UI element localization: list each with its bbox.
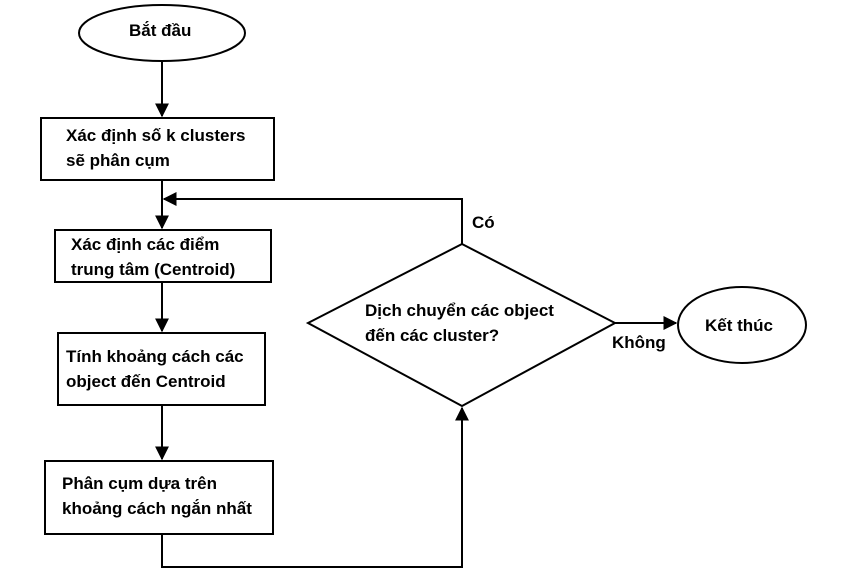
step2-box — [54, 229, 272, 283]
step3-label: Tính khoảng cách các object đến Centroid — [66, 347, 244, 391]
arrow-decision-yes-loop — [162, 192, 463, 244]
step4-box — [44, 460, 274, 535]
decision-label: Dịch chuyển các object đến các cluster? — [365, 301, 554, 345]
step4-label: Phân cụm dựa trên khoảng cách ngắn nhất — [62, 474, 252, 518]
step1-label: Xác định số k clusters sẽ phân cụm — [66, 126, 246, 170]
end-terminal — [677, 286, 807, 364]
end-label: Kết thúc — [705, 316, 773, 335]
start-label: Bắt đầu — [129, 21, 192, 40]
no-branch-label: Không — [612, 333, 666, 352]
step2-label: Xác định các điểm trung tâm (Centroid) — [71, 235, 236, 279]
decision-diamond — [305, 242, 618, 408]
yes-branch-label: Có — [472, 213, 495, 232]
arrow-step4-to-decision — [161, 406, 469, 568]
step1-box — [40, 117, 275, 181]
step3-box — [57, 332, 266, 406]
